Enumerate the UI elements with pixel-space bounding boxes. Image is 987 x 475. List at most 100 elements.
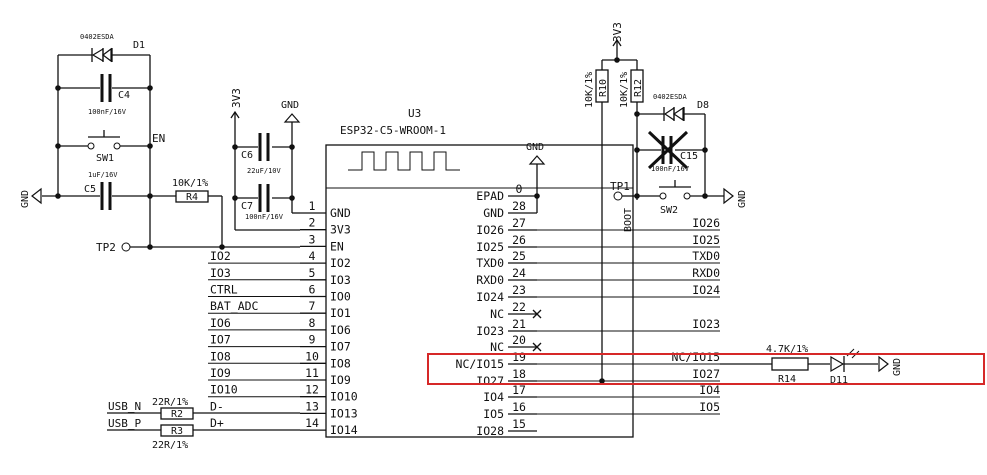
r2-ref: R2 [171,409,183,420]
u3-pin-name: IO7 [330,340,351,354]
u3-pin-number: 5 [309,266,316,280]
u3-pin-number: 16 [512,400,526,414]
u3-pin-number: 1 [309,199,316,213]
u3-pin-number: 26 [512,233,526,247]
net-label-io26: IO26 [692,216,720,230]
net-label-io8: IO8 [210,349,231,363]
u3-pin-number: 0 [516,182,523,196]
boot-circuit: 3V3 R10 10K/1% R12 10K/1% 0402ESDA D8 [584,22,748,384]
net-label-io4: IO4 [699,383,720,397]
c6-ref: C6 [241,150,253,161]
u3-pin-name: GND [330,206,351,220]
net-label-io6: IO6 [210,316,231,330]
tp2-testpoint [121,242,131,252]
net-label-txd0: TXD0 [692,249,720,263]
sw2-ref: SW2 [660,205,678,216]
c7-ref: C7 [241,201,253,212]
u3-pin-name: IO27 [476,374,504,388]
tp2-label: TP2 [96,241,116,254]
usb-series-resistors: USB_N 22R/1% R2 USB_P R3 22R/1% [107,397,300,451]
gnd-label-led: GND [892,358,903,376]
u3-pin-name: IO13 [330,406,358,420]
gnd-symbol-left [31,187,42,205]
net-label-ctrl: CTRL [210,283,238,297]
gnd-label-top-left: GND [281,100,299,111]
en-net-label: EN [152,132,165,145]
led-indicator-circuit: 4.7K/1% R14 D11 GND [720,344,903,386]
net-label-io5: IO5 [699,400,720,414]
net-label-rxd0: RXD0 [692,266,720,280]
u3-pin-number: 19 [512,350,526,364]
u3-pin-number: 23 [512,283,526,297]
u3-pin-name: IO14 [330,423,358,437]
power-decoupling: 3V3 GND C6 22uF/10V C7 100nF/16V [230,88,301,231]
tp1-label: TP1 [610,180,630,193]
d1-ref: D1 [133,40,145,51]
u3-pin-name: NC/IO15 [456,357,504,371]
d11-led-symbol [830,355,845,373]
u3-pin-number: 14 [305,416,319,430]
v3v3-label-right: 3V3 [611,22,624,42]
r14-resistor [771,357,809,371]
u3-ref: U3 [408,107,421,120]
net-label-io10: IO10 [210,383,238,397]
r2-value: 22R/1% [152,397,188,408]
gnd-symbol-top-left [283,113,301,123]
u3-pin-name: EPAD [476,189,504,203]
u3-pin-number: 27 [512,216,526,230]
usb-p-label: USB_P [108,417,141,430]
u3-pin-number: 21 [512,317,526,331]
r4-value: 10K/1% [172,178,208,189]
u3-pin-name: IO23 [476,324,504,338]
u3-pin-number: 20 [512,333,526,347]
u3-pin-name: IO2 [330,256,351,270]
gnd-symbol-led [878,355,889,373]
gnd-symbol-right [723,187,734,205]
gnd-label-u3-right: GND [526,142,544,153]
c5-ref: C5 [84,184,96,195]
u3-pin-number: 25 [512,249,526,263]
net-label-io9: IO9 [210,366,231,380]
en-reset-circuit: 0402ESDA D1 C4 100nF/16V SW1 EN 1uF/16V … [20,33,300,254]
r3-value: 22R/1% [152,440,188,451]
u3-pin-number: 13 [305,399,319,413]
u3-pin-name: RXD0 [476,273,504,287]
c15-ref: C15 [680,151,698,162]
r14-ref: R14 [778,374,796,385]
u3-pin-name: EN [330,239,344,253]
u3-pin-name: 3V3 [330,223,351,237]
u3-pin-number: 15 [512,417,526,431]
r10-ref: R10 [598,79,609,97]
u3-pin-name: IO8 [330,356,351,370]
u3-pin-name: IO28 [476,424,504,438]
u3-pin-name: IO26 [476,223,504,237]
c6-value: 22uF/10V [247,167,282,175]
d8-value: 0402ESDA [653,93,688,101]
u3-pin-number: 8 [309,316,316,330]
d8-ref: D8 [697,100,709,111]
u3-pin-number: 7 [309,299,316,313]
c4-value: 100nF/16V [88,108,127,116]
u3-antenna-trace [348,151,460,171]
tp1-testpoint [613,191,623,201]
u3-pin-name: NC [490,307,504,321]
